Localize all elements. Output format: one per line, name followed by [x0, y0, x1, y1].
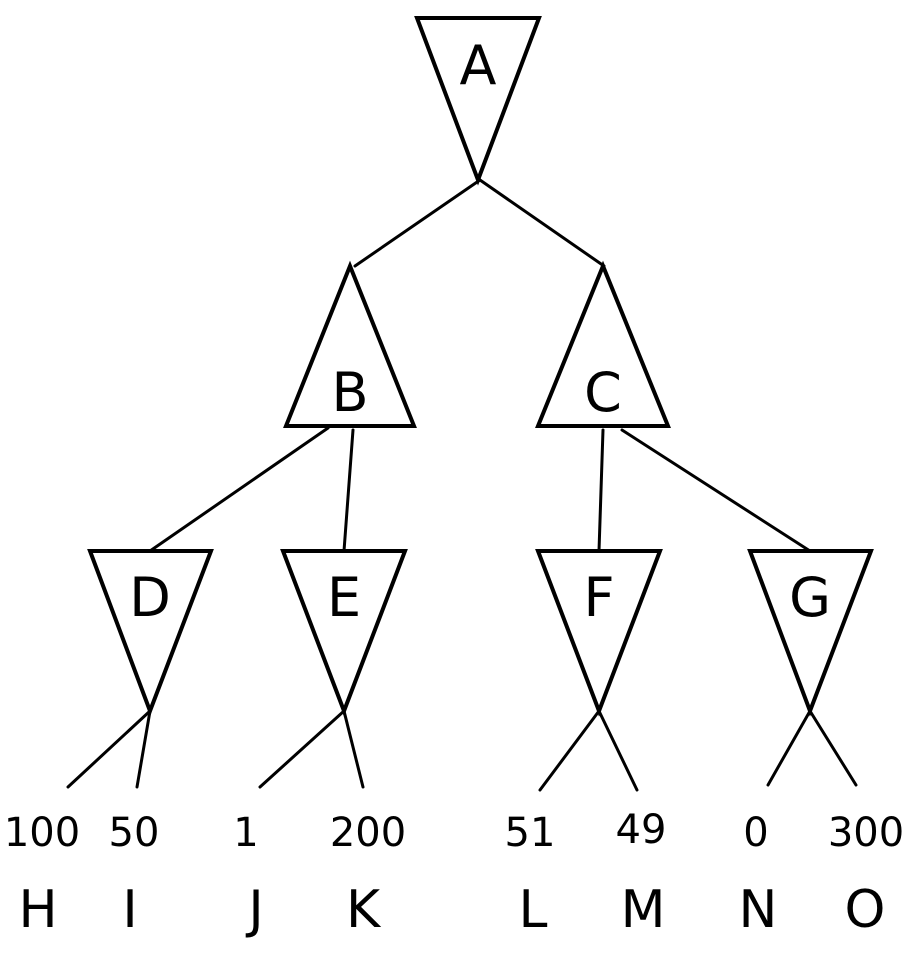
node-g: G	[747, 549, 874, 717]
node-e: E	[280, 549, 408, 717]
node-c-label: C	[584, 361, 622, 424]
leaf-values: 100 50 1 200 51 49 0 300	[4, 807, 904, 856]
node-a-label: A	[460, 34, 497, 97]
node-f-label: F	[583, 566, 614, 629]
edge-d-h	[66, 709, 152, 789]
tree-edges	[66, 178, 858, 792]
node-b: B	[283, 260, 417, 428]
edge-f-m	[597, 709, 639, 792]
leaf-o-value: 300	[828, 810, 904, 856]
leaf-l-name: L	[519, 880, 548, 940]
leaf-o-name: O	[845, 880, 886, 940]
node-c-triangle	[535, 260, 671, 428]
leaf-i-name: I	[122, 880, 137, 940]
leaf-k-value: 200	[330, 810, 406, 856]
node-e-triangle	[280, 549, 408, 717]
edge-g-n	[766, 709, 812, 787]
node-b-label: B	[331, 361, 368, 424]
node-d-triangle	[87, 549, 214, 717]
node-d: D	[87, 549, 214, 717]
node-a: A	[414, 16, 542, 186]
node-g-triangle	[747, 549, 874, 717]
leaf-j-name: J	[245, 880, 263, 940]
node-a-triangle	[414, 16, 542, 186]
node-c: C	[535, 260, 671, 428]
edge-a-c	[478, 178, 606, 268]
leaf-h-value: 100	[4, 810, 80, 856]
edge-d-i	[135, 709, 152, 789]
leaf-n-name: N	[739, 880, 778, 940]
leaf-i-value: 50	[109, 810, 160, 856]
edge-f-l	[538, 709, 601, 792]
leaf-m-value: 49	[616, 807, 667, 853]
node-b-triangle	[283, 260, 417, 428]
node-g-label: G	[789, 566, 831, 629]
node-e-label: E	[327, 566, 361, 629]
edge-a-b	[353, 178, 482, 268]
leaf-m-name: M	[621, 880, 666, 940]
node-f-triangle	[535, 549, 663, 717]
edge-c-g	[620, 428, 812, 553]
edge-g-o	[808, 709, 858, 787]
edge-c-f	[597, 428, 605, 553]
leaf-k-name: K	[346, 880, 382, 940]
leaf-names: H I J K L M N O	[18, 880, 885, 940]
edge-b-d	[148, 426, 330, 553]
leaf-l-value: 51	[505, 810, 556, 856]
edge-e-j	[258, 709, 346, 789]
node-d-label: D	[129, 566, 171, 629]
node-f: F	[535, 549, 663, 717]
edge-b-e	[342, 428, 355, 553]
edge-e-k	[342, 709, 365, 789]
leaf-n-value: 0	[743, 810, 768, 856]
leaf-j-value: 1	[233, 810, 258, 856]
leaf-h-name: H	[18, 880, 57, 940]
